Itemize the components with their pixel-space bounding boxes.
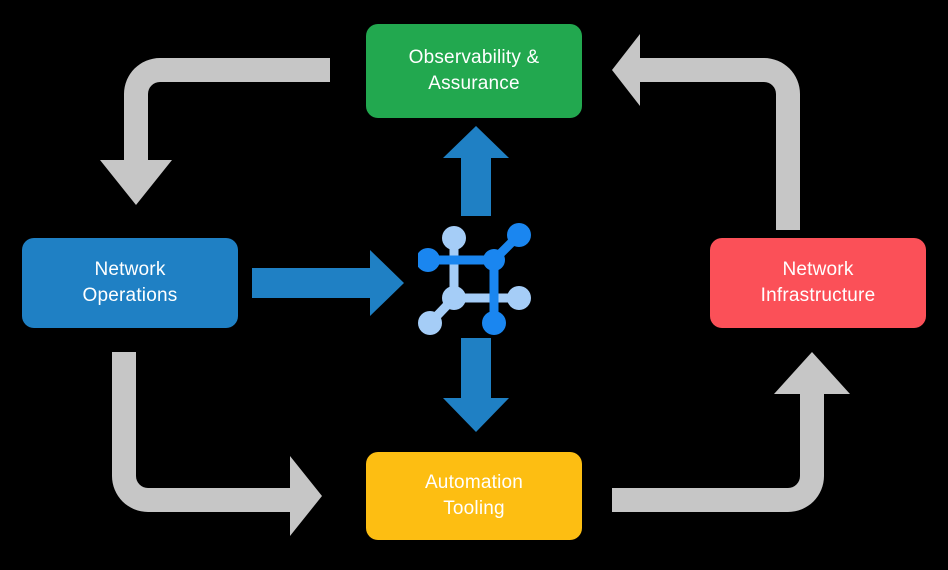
arrow-observability-to-netops (100, 58, 330, 205)
arrow-netinfra-to-observability (612, 34, 800, 230)
icon-node-left-dark (418, 248, 440, 272)
arrow-center-to-automation (443, 338, 509, 432)
network-topology-icon (418, 223, 531, 335)
icon-node-top-right-dark (507, 223, 531, 247)
node-observability-assurance[interactable]: Observability & Assurance (366, 24, 582, 118)
node-network-infrastructure[interactable]: Network Infrastructure (710, 238, 926, 328)
node-automation-tooling[interactable]: Automation Tooling (366, 452, 582, 540)
arrow-automation-to-netinfra (612, 352, 850, 512)
arrow-netops-to-automation (112, 352, 322, 536)
arrow-center-to-observability (443, 126, 509, 216)
icon-node-center-dark (483, 249, 505, 271)
node-observability-label: Observability & Assurance (408, 47, 540, 94)
node-network-infrastructure-label: Network Infrastructure (760, 259, 876, 306)
node-network-operations[interactable]: Network Operations (22, 238, 238, 328)
arrow-netops-to-center (252, 250, 404, 316)
icon-node-right-light (507, 286, 531, 310)
icon-node-bottom-left-light (418, 311, 442, 335)
icon-node-mid-left-light (442, 286, 466, 310)
node-automation-tooling-label: Automation Tooling (424, 472, 524, 519)
node-network-operations-label: Network Operations (82, 259, 178, 306)
icon-node-bottom-dark (482, 311, 506, 335)
icon-node-top-light (442, 226, 466, 250)
